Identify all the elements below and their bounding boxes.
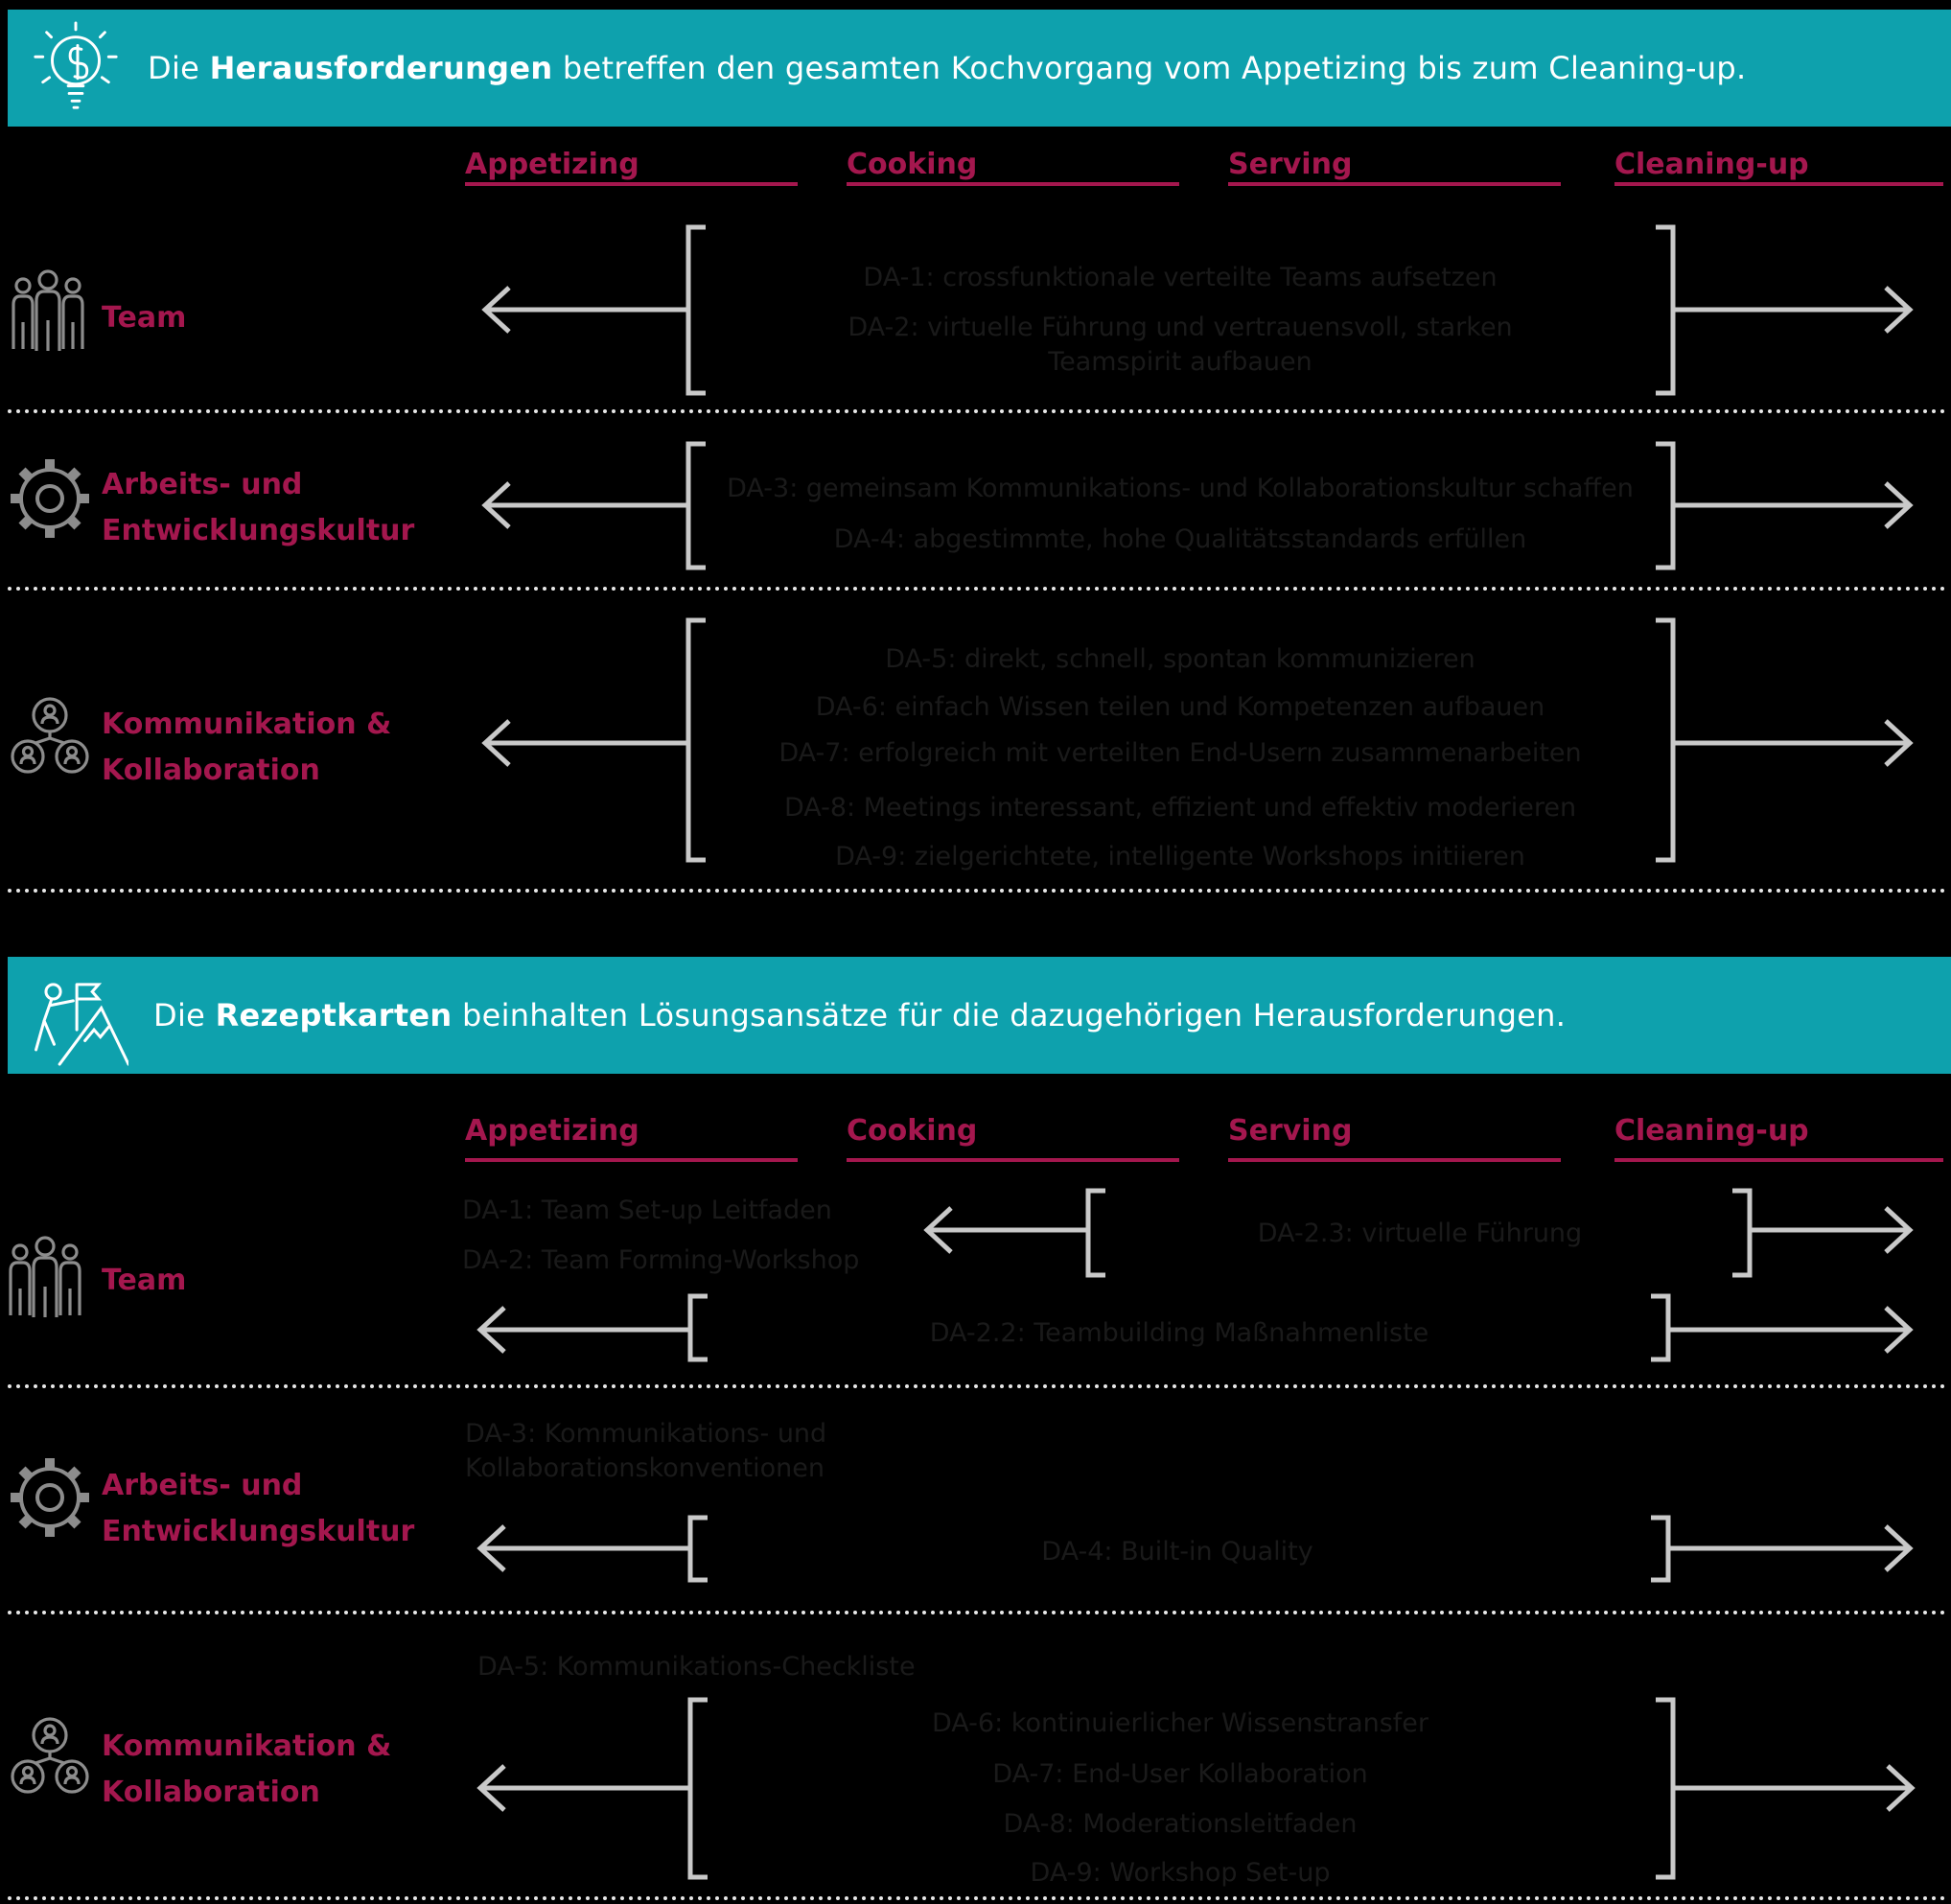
right-bracket bbox=[1651, 1515, 1671, 1583]
people-network-icon bbox=[11, 697, 89, 774]
challenge-da2: DA-2: virtuelle Führung und vertrauensvo… bbox=[848, 313, 1513, 377]
s2-phase-underline-cleaningup bbox=[1614, 1158, 1943, 1162]
s1-phase-serving: Serving bbox=[1228, 148, 1353, 181]
s1-row-communication-label-line1: Kommunikation & bbox=[102, 708, 392, 741]
s1-phase-cleaningup: Cleaning-up bbox=[1614, 148, 1809, 181]
s1-phase-underline-serving bbox=[1228, 182, 1561, 186]
left-arrowhead-icon bbox=[476, 1524, 506, 1572]
left-bracket bbox=[685, 617, 706, 863]
recipe-da2-2: DA-2.2: Teambuilding Maßnahmenliste bbox=[929, 1318, 1429, 1348]
left-arrowhead-icon bbox=[923, 1206, 953, 1254]
gear-icon bbox=[11, 1458, 89, 1537]
recipe-da6: DA-6: kontinuierlicher Wissenstransfer bbox=[931, 1708, 1429, 1738]
s1-phase-underline-appetizing bbox=[465, 182, 798, 186]
s2-phase-underline-cooking bbox=[847, 1158, 1179, 1162]
right-arrowhead-icon bbox=[1884, 286, 1914, 334]
challenge-da4: DA-4: abgestimmte, hohe Qualitätsstandar… bbox=[833, 524, 1527, 554]
right-arrowhead-icon bbox=[1884, 719, 1914, 767]
s2-row-communication-label-line1: Kommunikation & bbox=[102, 1730, 392, 1763]
banner-recipes: Die Rezeptkarten beinhalten Lösungsansät… bbox=[8, 957, 1951, 1074]
s2-phase-serving: Serving bbox=[1228, 1114, 1353, 1148]
challenge-da9: DA-9: zielgerichtete, intelligente Works… bbox=[835, 842, 1525, 871]
recipe-da4: DA-4: Built-in Quality bbox=[1041, 1537, 1313, 1567]
s2-phase-appetizing: Appetizing bbox=[465, 1114, 639, 1148]
left-arrowhead-icon bbox=[481, 286, 511, 334]
s2-row-team-label-line1: Team bbox=[102, 1264, 187, 1297]
right-bracket bbox=[1732, 1188, 1753, 1278]
s2-row-culture-label-line1: Arbeits- und bbox=[102, 1469, 303, 1502]
left-bracket bbox=[685, 441, 706, 570]
recipe-da8: DA-8: Moderationsleitfaden bbox=[1003, 1809, 1358, 1839]
s1-row-culture-label: Arbeits- und Entwicklungskultur bbox=[102, 462, 414, 554]
team-icon bbox=[12, 269, 84, 351]
right-bracket bbox=[1651, 1293, 1671, 1362]
gear-icon bbox=[11, 459, 89, 538]
s2-phase-cooking: Cooking bbox=[847, 1114, 978, 1148]
left-bracket bbox=[687, 1293, 708, 1362]
left-arrowhead-icon bbox=[476, 1306, 506, 1354]
left-bracket bbox=[687, 1515, 708, 1583]
right-bracket bbox=[1656, 617, 1676, 863]
s1-phase-appetizing: Appetizing bbox=[465, 148, 639, 181]
s1-row-culture-label-line2: Entwicklungskultur bbox=[102, 514, 415, 547]
right-arrowhead-icon bbox=[1884, 1306, 1914, 1354]
left-bracket bbox=[1085, 1188, 1105, 1278]
right-bracket bbox=[1656, 441, 1676, 570]
challenge-da5: DA-5: direkt, schnell, spontan kommunizi… bbox=[885, 644, 1475, 674]
recipe-da5: DA-5: Kommunikations-Checkliste bbox=[477, 1652, 916, 1682]
banner2-prefix: Die bbox=[153, 997, 216, 1033]
left-arrowhead-icon bbox=[481, 481, 511, 529]
right-arrowhead-icon bbox=[1884, 481, 1914, 529]
s2-phase-underline-appetizing bbox=[465, 1158, 798, 1162]
left-bracket bbox=[685, 224, 706, 396]
banner-recipes-text: Die Rezeptkarten beinhalten Lösungsansät… bbox=[153, 997, 1566, 1033]
banner1-keyword: Herausforderungen bbox=[209, 50, 553, 86]
team-icon bbox=[9, 1236, 81, 1317]
recipe-da3: DA-3: Kommunikations- und Kollaborations… bbox=[465, 1419, 827, 1483]
right-bracket bbox=[1656, 1697, 1676, 1880]
s1-row-team-label: Team bbox=[102, 295, 186, 341]
s1-row-team-label-line1: Team bbox=[102, 301, 187, 335]
recipe-da2: DA-2: Team Forming-Workshop bbox=[462, 1245, 860, 1275]
s1-row-communication-label: Kommunikation & Kollaboration bbox=[102, 702, 391, 794]
right-arrowhead-icon bbox=[1884, 1206, 1914, 1254]
left-bracket bbox=[687, 1697, 708, 1880]
idea-lightbulb-icon bbox=[34, 21, 118, 109]
challenge-da8: DA-8: Meetings interessant, effizient un… bbox=[783, 793, 1577, 823]
right-arrowhead-icon bbox=[1884, 1524, 1914, 1572]
banner1-prefix: Die bbox=[148, 50, 210, 86]
banner2-keyword: Rezeptkarten bbox=[215, 997, 453, 1033]
right-arrowhead-icon bbox=[1886, 1764, 1916, 1812]
people-network-icon bbox=[11, 1717, 89, 1794]
right-bracket bbox=[1656, 224, 1676, 396]
left-arrowhead-icon bbox=[481, 719, 511, 767]
s2-row-communication-label: Kommunikation & Kollaboration bbox=[102, 1724, 391, 1816]
mountain-flag-icon bbox=[35, 983, 128, 1066]
recipe-da1: DA-1: Team Set-up Leitfaden bbox=[462, 1196, 832, 1225]
recipe-da7: DA-7: End-User Kollaboration bbox=[992, 1759, 1368, 1789]
banner1-suffix: betreffen den gesamten Kochvorgang vom A… bbox=[552, 50, 1747, 86]
s2-row-communication-label-line2: Kollaboration bbox=[102, 1776, 320, 1809]
s2-row-culture-label-line2: Entwicklungskultur bbox=[102, 1515, 415, 1548]
s1-row-communication-label-line2: Kollaboration bbox=[102, 754, 320, 787]
s1-phase-cooking: Cooking bbox=[847, 148, 978, 181]
s2-phase-underline-serving bbox=[1228, 1158, 1561, 1162]
recipe-da9: DA-9: Workshop Set-up bbox=[1030, 1858, 1331, 1888]
s2-row-team-label: Team bbox=[102, 1258, 186, 1304]
left-arrowhead-icon bbox=[476, 1764, 506, 1812]
s1-phase-underline-cooking bbox=[847, 182, 1179, 186]
s2-phase-cleaningup: Cleaning-up bbox=[1614, 1114, 1809, 1148]
banner-challenges-text: Die Herausforderungen betreffen den gesa… bbox=[148, 50, 1747, 86]
challenge-da6: DA-6: einfach Wissen teilen und Kompeten… bbox=[815, 692, 1545, 722]
challenge-da3: DA-3: gemeinsam Kommunikations- und Koll… bbox=[727, 474, 1634, 503]
banner-challenges: Die Herausforderungen betreffen den gesa… bbox=[8, 10, 1951, 127]
s2-row-culture-label: Arbeits- und Entwicklungskultur bbox=[102, 1463, 414, 1555]
challenge-da1: DA-1: crossfunktionale verteilte Teams a… bbox=[863, 263, 1498, 292]
recipe-da2-3: DA-2.3: virtuelle Führung bbox=[1257, 1219, 1583, 1248]
s1-phase-underline-cleaningup bbox=[1614, 182, 1943, 186]
banner2-suffix: beinhalten Lösungsansätze für die dazuge… bbox=[452, 997, 1567, 1033]
s1-row-culture-label-line1: Arbeits- und bbox=[102, 468, 303, 501]
challenge-da7: DA-7: erfolgreich mit verteilten End-Use… bbox=[778, 738, 1582, 768]
